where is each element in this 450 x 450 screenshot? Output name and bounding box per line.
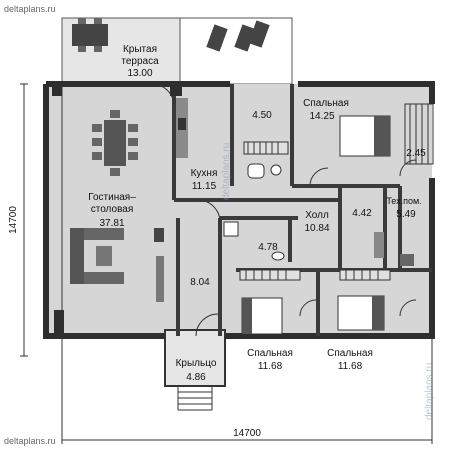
tech-area: 5.49 (396, 209, 416, 220)
hall-name: Холл (305, 210, 329, 221)
bathroom-fixtures (223, 221, 285, 261)
kitchen-name: Кухня (191, 168, 218, 179)
doors (151, 83, 417, 337)
hall-area: 10.84 (304, 223, 329, 234)
closet2-area: 4.42 (352, 208, 372, 219)
bedroom1-name: Спальная (303, 98, 349, 109)
tech-name: Тех.пом. (386, 196, 421, 206)
corridor-area: 8.04 (190, 277, 210, 288)
toilet (247, 163, 282, 179)
wall-pillar (170, 84, 182, 96)
wall-pillar (54, 310, 64, 336)
width-dimension: 14700 (233, 428, 261, 439)
tv-unit (156, 256, 164, 302)
living-area: 37.81 (99, 218, 124, 229)
vertical-watermark: deltaplans.ru (221, 143, 232, 200)
bedroom1-area: 14.25 (309, 111, 334, 122)
lawn-chair (234, 24, 256, 52)
sofa (70, 228, 124, 284)
bedroom2-area: 11.68 (258, 361, 283, 372)
living-name-2: столовая (91, 204, 134, 215)
side-steps (404, 103, 434, 165)
porch-steps (177, 386, 213, 411)
bedroom2-name: Спальная (247, 348, 293, 359)
bed-bedroom3 (337, 295, 385, 331)
vertical-watermark: deltaplans.ru (424, 363, 435, 420)
bedroom3-name: Спальная (327, 348, 373, 359)
patio-area (179, 17, 293, 85)
fireplace (154, 228, 164, 242)
porch-floor (164, 329, 226, 387)
interior-walls (172, 84, 432, 336)
lawn-chair (206, 24, 228, 52)
bed-master (339, 115, 391, 157)
watermark-bottom: deltaplans.ru (4, 436, 56, 446)
closet1-area: 4.50 (252, 110, 272, 121)
terrace-table (72, 18, 108, 52)
tech-boiler (400, 254, 414, 266)
porch-name: Крыльцо (176, 358, 217, 369)
bed-bedroom2 (241, 297, 283, 335)
dining-table (92, 110, 138, 176)
kitchen-counter (176, 98, 188, 158)
depth-dimension: 14700 (8, 206, 19, 234)
lawn-chair (248, 20, 270, 48)
bedroom3-area: 11.68 (338, 361, 363, 372)
living-name-1: Гостиная– (88, 192, 136, 203)
wall-pillar (52, 84, 62, 96)
closet-shelves (239, 141, 391, 281)
terrace-name-2: терраса (121, 56, 159, 67)
terrace-area: 13.00 (127, 68, 152, 79)
kitchen-area: 11.15 (192, 181, 217, 192)
porch-area: 4.86 (186, 372, 206, 383)
watermark-top: deltaplans.ru (4, 4, 56, 14)
balcony-area: 2.45 (406, 148, 426, 159)
dimension-lines (20, 83, 433, 444)
tech-tank (374, 232, 384, 258)
terrace-name-1: Крытая (123, 44, 157, 55)
bath-area: 4.78 (258, 242, 278, 253)
